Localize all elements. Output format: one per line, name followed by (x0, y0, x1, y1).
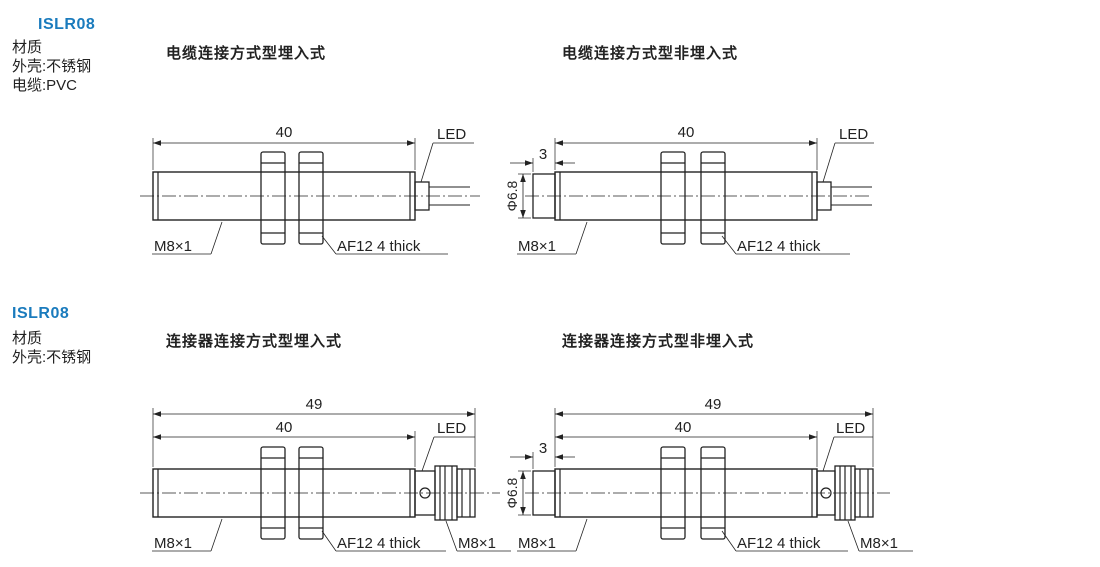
model-label: ISLR08 (38, 16, 96, 33)
dimension-diameter: Φ6.8 (504, 477, 520, 508)
connector-thread-label: M8×1 (458, 535, 496, 552)
spec-line: 电缆:PVC (12, 77, 78, 94)
connector-thread-label: M8×1 (860, 535, 898, 552)
drawing-cable-nonflush (510, 138, 874, 255)
dimension-offset: 3 (539, 146, 547, 163)
led-label: LED (839, 126, 868, 143)
thread-label: M8×1 (154, 535, 192, 552)
model-label: ISLR08 (12, 305, 70, 322)
nut-label: AF12 4 thick (737, 535, 821, 552)
nut-label: AF12 4 thick (337, 535, 421, 552)
nut-label: AF12 4 thick (337, 238, 421, 255)
material-spec: 材质 外壳:不锈钢 (12, 329, 91, 367)
dimension-length: 40 (276, 419, 293, 436)
variant-title: 连接器连接方式型埋入式 (166, 333, 343, 350)
spec-line: 外壳:不锈钢 (12, 349, 92, 366)
thread-label: M8×1 (154, 238, 192, 255)
led-label: LED (437, 126, 466, 143)
dimension-length: 40 (276, 124, 293, 141)
drawing-connector-nonflush (510, 408, 913, 552)
spec-line: 外壳:不锈钢 (12, 58, 92, 75)
dimension-diameter: Φ6.8 (504, 180, 520, 211)
variant-title: 电缆连接方式型非埋入式 (562, 45, 739, 62)
spec-line: 材质 (12, 330, 43, 347)
thread-label: M8×1 (518, 238, 556, 255)
led-label: LED (437, 420, 466, 437)
dimension-length: 40 (675, 419, 692, 436)
dimension-length: 40 (678, 124, 695, 141)
material-spec: 材质 外壳:不锈钢 电缆:PVC (12, 38, 91, 95)
variant-title: 电缆连接方式型埋入式 (166, 45, 327, 62)
dimension-overall-length: 49 (306, 396, 323, 413)
dimension-offset: 3 (539, 440, 547, 457)
drawing-cable-flush (140, 138, 480, 255)
nut-label: AF12 4 thick (737, 238, 821, 255)
thread-label: M8×1 (518, 535, 556, 552)
dimension-overall-length: 49 (705, 396, 722, 413)
led-label: LED (836, 420, 865, 437)
variant-title: 连接器连接方式型非埋入式 (562, 333, 755, 350)
spec-line: 材质 (12, 39, 43, 56)
drawing-connector-flush (140, 408, 511, 552)
